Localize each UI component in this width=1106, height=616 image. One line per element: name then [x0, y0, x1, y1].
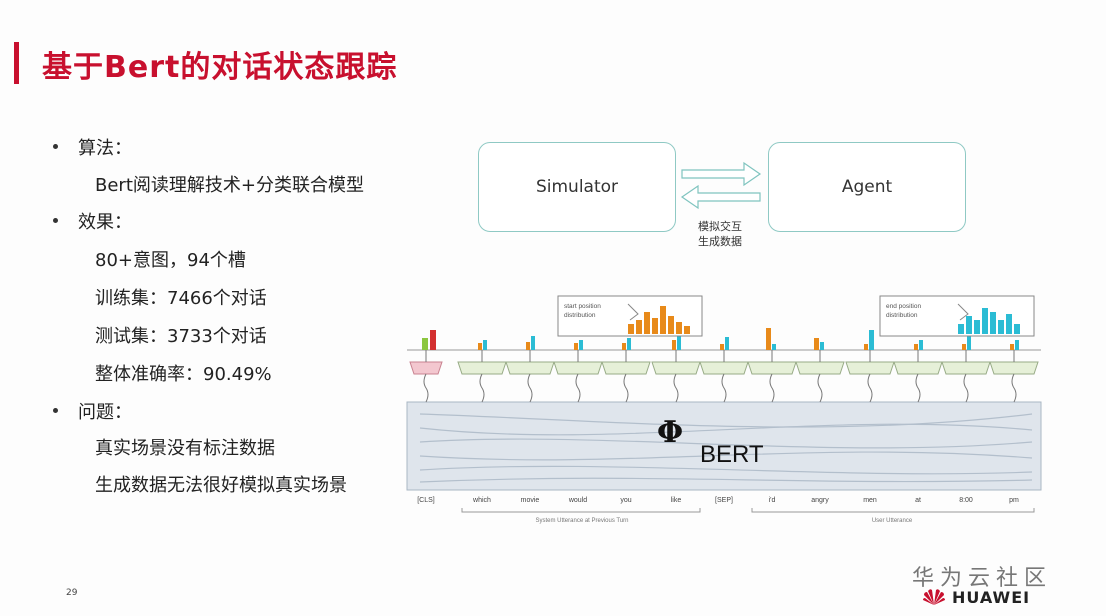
svg-text:[SEP]: [SEP]: [715, 497, 733, 504]
svg-text:end position: end position: [886, 303, 921, 310]
svg-text:men: men: [863, 497, 877, 504]
svg-text:at: at: [915, 497, 921, 504]
bert-phi-symbol: Φ: [657, 415, 683, 450]
bullet-heading-problem: 问题：: [78, 402, 132, 423]
token-projection-box: [893, 361, 943, 375]
bullet-item: Bert阅读理解技术+分类联合模型: [95, 175, 364, 196]
token-projection-box: [553, 361, 603, 375]
svg-text:8:00: 8:00: [959, 497, 973, 504]
token-projection-box: [989, 361, 1039, 375]
huawei-wordmark: HUAWEI: [952, 587, 1031, 607]
output-bars: [422, 328, 1019, 350]
svg-text:distribution: distribution: [886, 312, 918, 319]
agent-box: Agent: [768, 142, 966, 232]
token-projection-box: [601, 361, 651, 375]
bullet-item: 80+意图，94个槽: [95, 250, 246, 271]
bullet-item: 训练集：7466个对话: [95, 288, 267, 309]
token-projection-box: [505, 361, 555, 375]
bert-architecture-diagram: Φ BERT: [406, 295, 1042, 524]
arrow-caption-line2: 生成数据: [698, 235, 742, 248]
bullet-dot: [53, 218, 58, 223]
simulator-label: Simulator: [535, 177, 619, 197]
svg-text:i'd: i'd: [769, 497, 776, 504]
svg-text:like: like: [671, 497, 682, 504]
token-projection-box: [747, 361, 797, 375]
title-accent-bar: [14, 42, 19, 84]
bullet-item: 生成数据无法很好模拟真实场景: [95, 475, 347, 496]
cls-projection-box: [409, 361, 443, 375]
token-connectors: [423, 350, 1017, 403]
token-labels: [CLS] which movie would you like [SEP] i…: [417, 497, 1019, 504]
token-projection-row: [409, 361, 1039, 375]
token-projection-box: [941, 361, 991, 375]
bullet-dot: [53, 408, 58, 413]
bidirectional-arrows: [680, 161, 762, 210]
cls-bar: [422, 338, 428, 350]
bert-label: BERT: [700, 441, 764, 468]
bert-encoder-block: [406, 401, 1042, 491]
start-position-callout: start position distribution: [557, 295, 703, 337]
token-projection-box: [845, 361, 895, 375]
bullet-item: 测试集：3733个对话: [95, 326, 267, 347]
arrow-caption-line1: 模拟交互: [698, 220, 742, 233]
svg-text:movie: movie: [521, 497, 540, 504]
page-number: 29: [66, 588, 78, 598]
end-position-callout: end position distribution: [879, 295, 1035, 337]
segment-label-right: User Utterance: [872, 518, 913, 524]
encoder-layer-lines: [419, 413, 1033, 483]
svg-text:angry: angry: [811, 497, 829, 504]
bullet-heading-algorithm: 算法：: [78, 138, 132, 159]
bullet-dot: [53, 144, 58, 149]
svg-text:[CLS]: [CLS]: [417, 497, 435, 504]
svg-text:pm: pm: [1009, 497, 1019, 504]
community-label: 华为云社区: [912, 566, 1053, 591]
slide-title: 基于Bert的对话状态跟踪: [42, 50, 398, 85]
svg-text:distribution: distribution: [564, 312, 596, 319]
segment-label-left: System Utterance at Previous Turn: [535, 518, 628, 524]
huawei-logo-icon: [923, 589, 945, 605]
cls-bar: [430, 330, 436, 350]
svg-text:you: you: [620, 497, 631, 504]
simulator-agent-diagram: Simulator Agent 模拟交互 生成数据: [470, 132, 990, 257]
token-projection-box: [651, 361, 701, 375]
segment-bracket-right: [751, 508, 1035, 513]
segment-bracket-left: [461, 508, 701, 513]
left-arrow-icon: [680, 184, 761, 210]
token-projection-box: [795, 361, 845, 375]
arrow-caption: 模拟交互 生成数据: [685, 219, 755, 249]
token-projection-box: [457, 361, 507, 375]
svg-text:would: would: [568, 497, 587, 504]
bullet-heading-effect: 效果：: [78, 212, 132, 233]
bullet-item: 真实场景没有标注数据: [95, 438, 275, 459]
svg-text:which: which: [472, 497, 491, 504]
bullet-item: 整体准确率：90.49%: [95, 364, 272, 385]
right-arrow-icon: [681, 161, 762, 187]
huawei-brand: HUAWEI: [922, 587, 1030, 607]
simulator-box: Simulator: [478, 142, 676, 232]
agent-label: Agent: [841, 177, 893, 197]
svg-text:start position: start position: [564, 303, 601, 310]
token-projection-box: [699, 361, 749, 375]
